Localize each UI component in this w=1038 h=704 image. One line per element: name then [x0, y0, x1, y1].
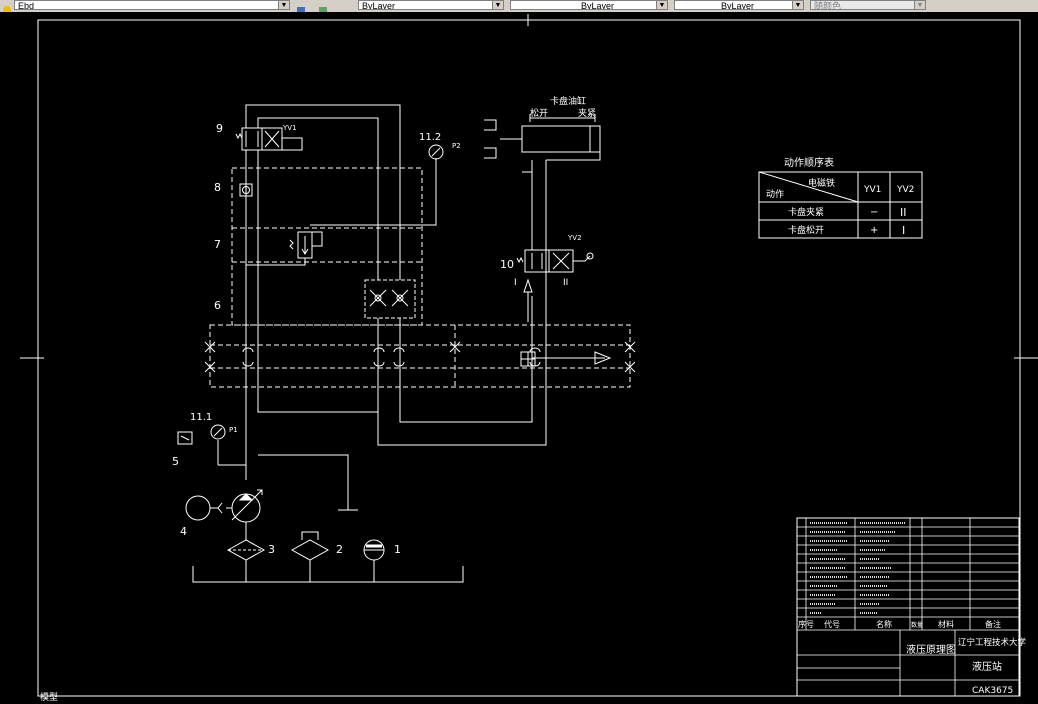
label-clamp: 夹紧: [578, 107, 596, 119]
check-valve-8: [239, 183, 253, 197]
drawing-canvas[interactable]: 9 8 7 6 5 4 3 2 1 10 11.2 11.1 P2 P1 YV1…: [0, 12, 1038, 700]
pressure-valve-7: [289, 231, 323, 259]
level-gauge-1: [363, 539, 385, 582]
label-11-1: 11.1: [190, 412, 212, 423]
tb-school: 辽宁工程技术大学: [958, 637, 1027, 648]
layer-value: Ebd: [18, 1, 35, 10]
label-cylinder: 卡盘油缸: [550, 95, 586, 107]
parts-list-rows: [797, 518, 1019, 696]
label-p1: P1: [229, 426, 238, 434]
label-p2: P2: [452, 142, 461, 150]
color-value: ByLayer: [362, 1, 396, 10]
manifold-channel-marks: [204, 341, 636, 373]
label-1: 1: [394, 543, 401, 556]
hydraulic-lock-6: [364, 279, 416, 319]
linetype-dropdown[interactable]: ByLayer ▼: [510, 0, 668, 10]
plotstyle-value: 随颜色: [814, 1, 842, 10]
table-header-yv1: YV1: [863, 185, 881, 195]
directional-valve-10: [516, 249, 594, 322]
hydraulic-lines: [217, 104, 612, 511]
table-row-1-yv1: −: [870, 207, 878, 218]
tb-code: CAK3675: [972, 686, 1013, 696]
table-row-2-yv2: I: [902, 224, 905, 237]
layer-dropdown[interactable]: Ebd ▼: [14, 0, 290, 10]
tb-header-seq: 序号: [798, 619, 814, 629]
tb-header-note: 备注: [985, 619, 1001, 629]
label-10: 10: [500, 258, 514, 271]
table-header-yv2: YV2: [896, 185, 914, 195]
label-pos-i: I: [514, 278, 517, 288]
properties-toolbar: Ebd ▼ ByLayer ▼ ByLayer ▼ ByLayer ▼ 随颜色 …: [0, 0, 1038, 13]
table-corner-bottom: 动作: [766, 188, 784, 200]
directional-valve-9: [235, 127, 303, 151]
label-9: 9: [216, 122, 223, 135]
table-row-1-action: 卡盘夹紧: [788, 206, 824, 218]
manifold-block: [209, 167, 631, 388]
tb-part: 液压站: [972, 660, 1002, 673]
color-dropdown[interactable]: ByLayer ▼: [358, 0, 504, 10]
label-6: 6: [214, 299, 221, 312]
make-current-layer-icon[interactable]: [296, 0, 306, 12]
pressure-gauge-p1: [210, 424, 226, 440]
motor-4: [185, 495, 223, 521]
tb-header-code: 代号: [824, 619, 840, 629]
label-yv1: YV1: [282, 124, 297, 132]
label-pos-ii: II: [563, 278, 568, 288]
air-filter-2: [290, 531, 330, 582]
label-3: 3: [268, 543, 275, 556]
label-4: 4: [180, 525, 187, 538]
table-row-1-yv2: II: [900, 206, 907, 219]
parts-list-cell-marks: [810, 522, 905, 614]
tb-header-name: 名称: [876, 619, 892, 629]
layout-tabs: 模型: [0, 690, 200, 702]
tb-drawing-name: 液压原理图: [906, 643, 956, 656]
variable-pump: [226, 489, 263, 523]
tb-header-qty: 数量: [911, 621, 923, 629]
action-sequence-table: 动作顺序表 电磁铁 动作 YV1 YV2 卡盘夹紧 − II 卡盘松开 + I: [758, 156, 923, 239]
linetype-value: ByLayer: [581, 1, 615, 10]
pressure-gauge-p2: [428, 144, 444, 160]
tb-header-material: 材料: [938, 619, 954, 629]
chevron-down-icon[interactable]: ▼: [278, 1, 289, 9]
table-row-2-action: 卡盘松开: [788, 224, 824, 236]
label-8: 8: [214, 181, 221, 194]
tab-model[interactable]: 模型: [40, 692, 59, 702]
lineweight-value: ByLayer: [721, 1, 755, 10]
label-7: 7: [214, 238, 221, 251]
table-title: 动作顺序表: [784, 156, 834, 169]
filter-3: [226, 522, 266, 582]
chevron-down-icon[interactable]: ▼: [792, 1, 803, 9]
chevron-down-icon[interactable]: ▼: [656, 1, 667, 9]
label-yv2: YV2: [567, 234, 582, 242]
layer-state-icon[interactable]: [2, 0, 12, 12]
chevron-down-icon[interactable]: ▼: [914, 1, 925, 9]
label-11-2: 11.2: [419, 132, 441, 143]
table-corner-top: 电磁铁: [808, 177, 835, 189]
title-block: 序号 代号 名称 数量 材料 备注 液压原理图 辽宁工程技术大学 液压站 CAK…: [796, 517, 1027, 697]
relief-valve-5: [177, 431, 193, 445]
table-row-2-yv1: +: [870, 225, 878, 236]
label-5: 5: [172, 455, 179, 468]
label-2: 2: [336, 543, 343, 556]
plotstyle-dropdown[interactable]: 随颜色 ▼: [810, 0, 926, 10]
label-release: 松开: [530, 107, 548, 119]
chevron-down-icon[interactable]: ▼: [492, 1, 503, 9]
oil-tank: [192, 566, 464, 583]
chuck-cylinder: [484, 114, 601, 159]
layer-previous-icon[interactable]: [318, 0, 328, 12]
lineweight-dropdown[interactable]: ByLayer ▼: [674, 0, 804, 10]
